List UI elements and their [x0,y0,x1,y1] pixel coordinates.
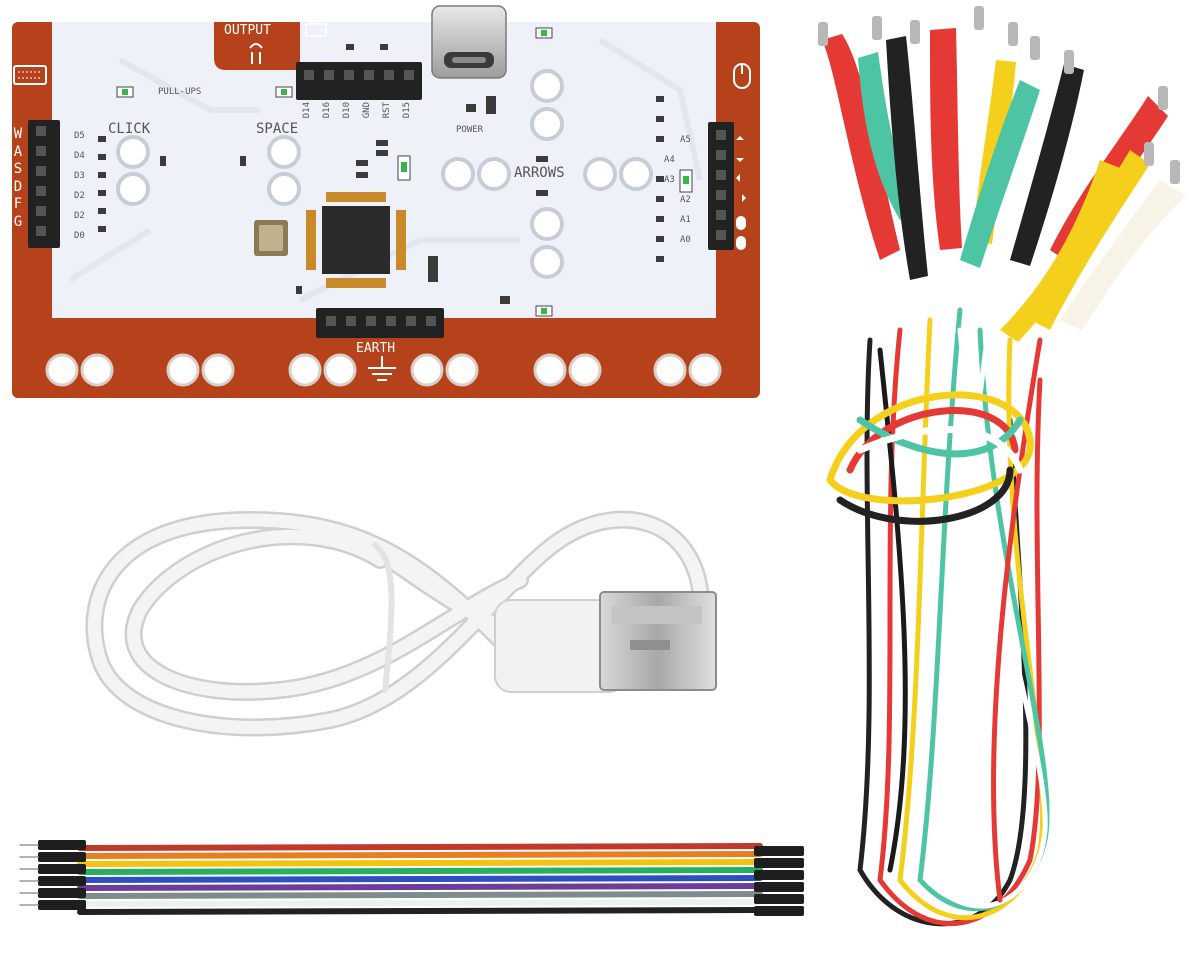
arrows-label: ARROWS [514,165,565,181]
microcontroller-chip [322,206,390,274]
makey-board [12,5,760,398]
top-pin-label: GND [362,102,372,119]
output-label: OUTPUT [224,23,271,38]
right-pin-label: A1 [680,215,691,225]
key-label: G [13,213,23,230]
earth-label: EARTH [356,341,396,356]
key-label: S [13,161,23,177]
pullups-label: PULL-UPS [158,87,202,97]
top-pin-label: D10 [342,102,352,119]
click-label: CLICK [108,121,151,137]
arrow-icons [736,136,746,250]
left-pin-label: D2 [74,211,85,221]
key-label: D [13,178,23,195]
key-labels: W A S D F G [10,126,26,231]
top-pin-label: RST [382,102,392,119]
mouse-icon [733,63,751,89]
right-pin-label: A3 [664,175,675,185]
left-pin-label: D3 [74,171,85,181]
left-pin-label: D4 [74,151,85,161]
power-label: POWER [456,125,484,135]
keyboard-icon-small [305,23,327,37]
right-pin-label: A2 [680,195,691,205]
right-pin-label: A0 [680,235,691,245]
top-pin-label: D15 [402,102,412,119]
left-pin-label: D2 [74,191,85,201]
jumper-wires [19,840,804,916]
right-pin-label: A5 [680,135,691,145]
usb-cable [85,510,717,737]
key-label: A [13,143,23,160]
top-pin-label: D14 [302,102,312,119]
key-label: W [13,126,23,142]
led-icon [249,43,263,64]
left-pin-label: D0 [74,231,85,241]
key-label: F [13,196,23,212]
ground-symbol [368,356,396,381]
keyboard-icon [13,65,47,85]
left-pin-label: D5 [74,131,85,141]
right-pin-label: A4 [664,155,675,165]
top-pin-label: D16 [322,102,332,119]
space-label: SPACE [256,121,299,137]
alligator-clip-leads [818,6,1186,927]
